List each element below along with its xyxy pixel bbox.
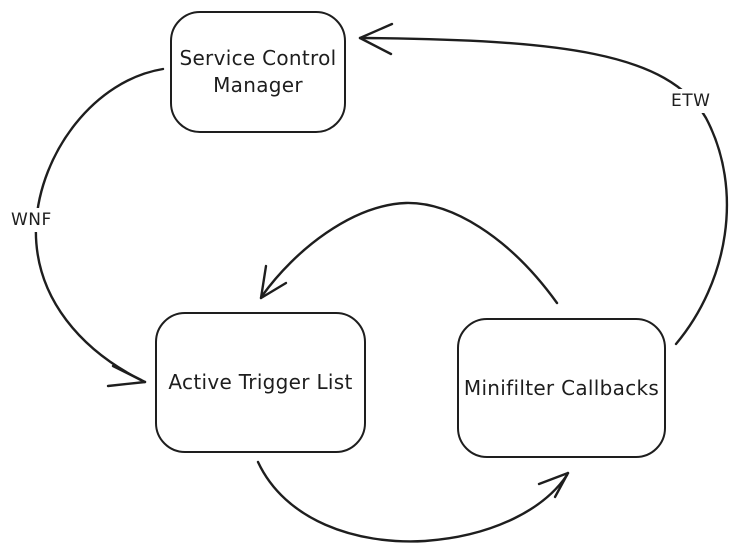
edge-mfc-to-atl-arrow (259, 201, 559, 305)
node-service-control-manager: Service Control Manager (170, 11, 346, 133)
node-minifilter-callbacks-label: Minifilter Callbacks (463, 375, 660, 400)
node-minifilter-callbacks: Minifilter Callbacks (457, 318, 666, 458)
node-service-control-manager-label: Service Control Manager (179, 46, 337, 97)
edge-label-wnf: WNF (6, 208, 57, 232)
node-active-trigger-list: Active Trigger List (155, 312, 366, 453)
node-active-trigger-list-label: Active Trigger List (168, 370, 353, 394)
edge-label-etw: ETW (666, 89, 716, 113)
edge-etw-arrow (358, 22, 729, 346)
edge-atl-to-mfc-arrow (256, 460, 570, 543)
